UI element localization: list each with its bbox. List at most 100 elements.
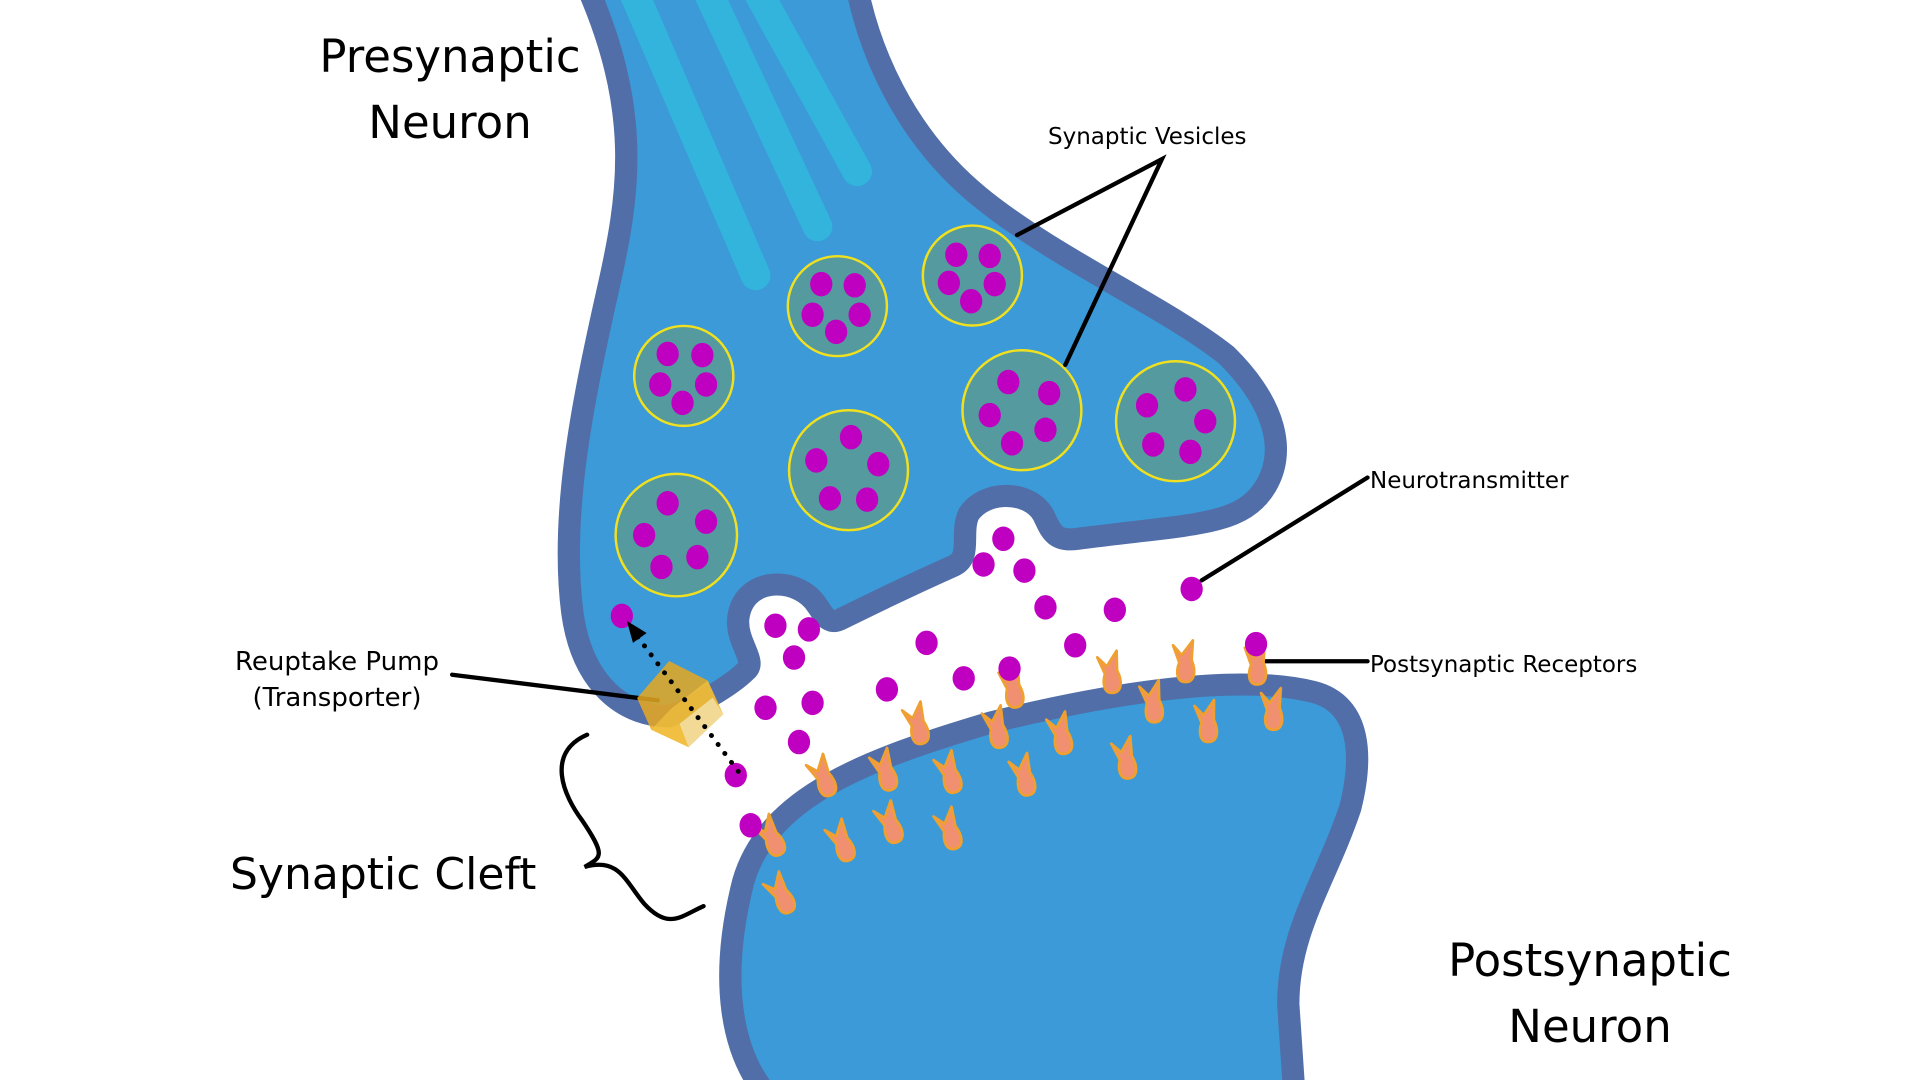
postsynaptic-receptors: [751, 639, 1284, 915]
vesicle-neurotransmitter: [855, 487, 879, 512]
neurotransmitter-molecule: [1034, 595, 1057, 620]
vesicle-neurotransmitter: [656, 341, 679, 367]
vesicle-neurotransmitter: [632, 522, 656, 548]
reuptake-line-1: Reuptake Pump: [235, 647, 439, 677]
vesicle-neurotransmitter: [691, 342, 714, 368]
receptor: [1044, 710, 1074, 756]
synaptic-cleft-label: Synaptic Cleft: [230, 849, 537, 900]
postsynaptic-receptors-label: Postsynaptic Receptors: [1370, 652, 1638, 678]
vesicle-neurotransmitter: [843, 273, 866, 298]
vesicle-neurotransmitter: [671, 390, 694, 416]
vesicle: [961, 349, 1083, 472]
reuptake-arrow: [626, 620, 741, 774]
vesicle-neurotransmitter: [867, 451, 890, 477]
reuptake-pump-transporter: [637, 660, 724, 748]
vesicle-neurotransmitter: [1142, 432, 1165, 457]
vesicle-neurotransmitter: [1038, 380, 1061, 406]
neurotransmitter-molecule: [915, 630, 938, 656]
vesicle-neurotransmitter: [1034, 417, 1057, 443]
receptor: [932, 805, 963, 851]
receptor: [980, 704, 1009, 750]
vesicle-membrane: [787, 409, 910, 532]
postsynaptic-neuron-label: Postsynaptic Neuron: [1420, 928, 1760, 1060]
vesicle-neurotransmitter: [983, 271, 1006, 297]
neurotransmitter-molecule: [787, 729, 811, 755]
neurotransmitter-molecule: [754, 695, 777, 720]
neurotransmitters: [610, 526, 1268, 838]
vesicle-neurotransmitter: [801, 302, 824, 327]
vesicle: [787, 409, 910, 532]
neurotransmitter-molecule: [952, 666, 975, 691]
receptor: [823, 817, 856, 863]
vesicles-pointer-line: [1014, 154, 1167, 368]
receptor: [867, 746, 899, 792]
reuptake-pump-label: Reuptake Pump (Transporter): [212, 644, 462, 716]
receptor: [932, 749, 963, 795]
vesicle-membrane: [1114, 360, 1237, 483]
neurotransmitter-molecule: [724, 762, 747, 788]
vesicle-neurotransmitter: [694, 372, 718, 397]
postsynaptic-neuron: [719, 673, 1369, 1080]
synaptic-vesicles-label: Synaptic Vesicles: [1048, 124, 1247, 150]
reuptake-pointer-line: [449, 672, 660, 703]
postsynaptic-line-2: Neuron: [1508, 1000, 1672, 1053]
vesicle-neurotransmitter: [945, 242, 968, 267]
vesicle: [632, 324, 735, 428]
receptor: [1109, 734, 1138, 780]
synaptic-vesicles: [614, 224, 1237, 598]
neurotransmitter-molecule: [1013, 558, 1036, 583]
vesicle-membrane: [961, 349, 1083, 472]
neurotransmitter-molecule: [972, 552, 995, 577]
receptor: [751, 812, 787, 857]
neurotransmitter-molecule: [998, 656, 1021, 681]
vesicle-neurotransmitter: [650, 554, 673, 580]
vesicle-neurotransmitter: [818, 486, 842, 511]
neurotransmitter-molecule: [875, 677, 899, 702]
neurotransmitter-molecule: [1180, 576, 1203, 602]
axon-stripes: [620, 0, 873, 291]
vesicle: [1114, 360, 1237, 483]
presynaptic-neuron-label: Presynaptic Neuron: [285, 24, 615, 156]
vesicle-neurotransmitter: [848, 302, 871, 327]
axon-stripe: [695, 0, 833, 242]
vesicle-neurotransmitter: [649, 372, 672, 397]
vesicle-neurotransmitter: [1194, 408, 1217, 434]
arrowhead-icon: [626, 620, 647, 643]
vesicle-neurotransmitter: [824, 319, 848, 345]
vesicle-neurotransmitter: [978, 402, 1001, 428]
vesicle-neurotransmitter: [839, 424, 863, 450]
vesicle: [614, 472, 739, 598]
vesicle-neurotransmitter: [810, 271, 833, 297]
axon-stripe: [745, 0, 873, 187]
receptor: [804, 752, 838, 798]
neurotransmitter-molecule: [782, 645, 806, 670]
vesicle-neurotransmitter: [1174, 377, 1197, 402]
vesicle-neurotransmitter: [694, 509, 718, 534]
vesicle-membrane: [614, 472, 739, 598]
cleft-brace: [559, 732, 706, 922]
vesicle-neurotransmitter: [1179, 439, 1202, 465]
vesicle-neurotransmitter: [1000, 431, 1024, 456]
receptor: [1007, 751, 1037, 797]
presynaptic-line-2: Neuron: [368, 96, 532, 149]
neurotransmitter-molecule: [739, 813, 762, 838]
receptor: [761, 870, 797, 915]
presynaptic-line-1: Presynaptic: [319, 30, 581, 83]
neurotransmitter-label: Neurotransmitter: [1370, 468, 1569, 494]
neurotransmitter-pointer-line: [1199, 475, 1370, 583]
neurotransmitter-molecule: [797, 617, 821, 642]
vesicle: [786, 254, 889, 358]
label-lines: [449, 154, 1370, 922]
neurotransmitter-molecule: [801, 690, 824, 716]
receptor: [900, 700, 931, 746]
receptor: [1171, 639, 1196, 684]
postsynaptic-line-1: Postsynaptic: [1448, 934, 1732, 987]
neurotransmitter-molecule: [1103, 597, 1126, 623]
receptor: [1193, 698, 1219, 744]
vesicle-neurotransmitter: [656, 491, 679, 516]
neurotransmitter-molecule: [764, 613, 787, 638]
reuptake-line-2: (Transporter): [252, 683, 422, 713]
vesicle-neurotransmitter: [997, 369, 1020, 395]
neurotransmitter-molecule: [1244, 631, 1268, 657]
